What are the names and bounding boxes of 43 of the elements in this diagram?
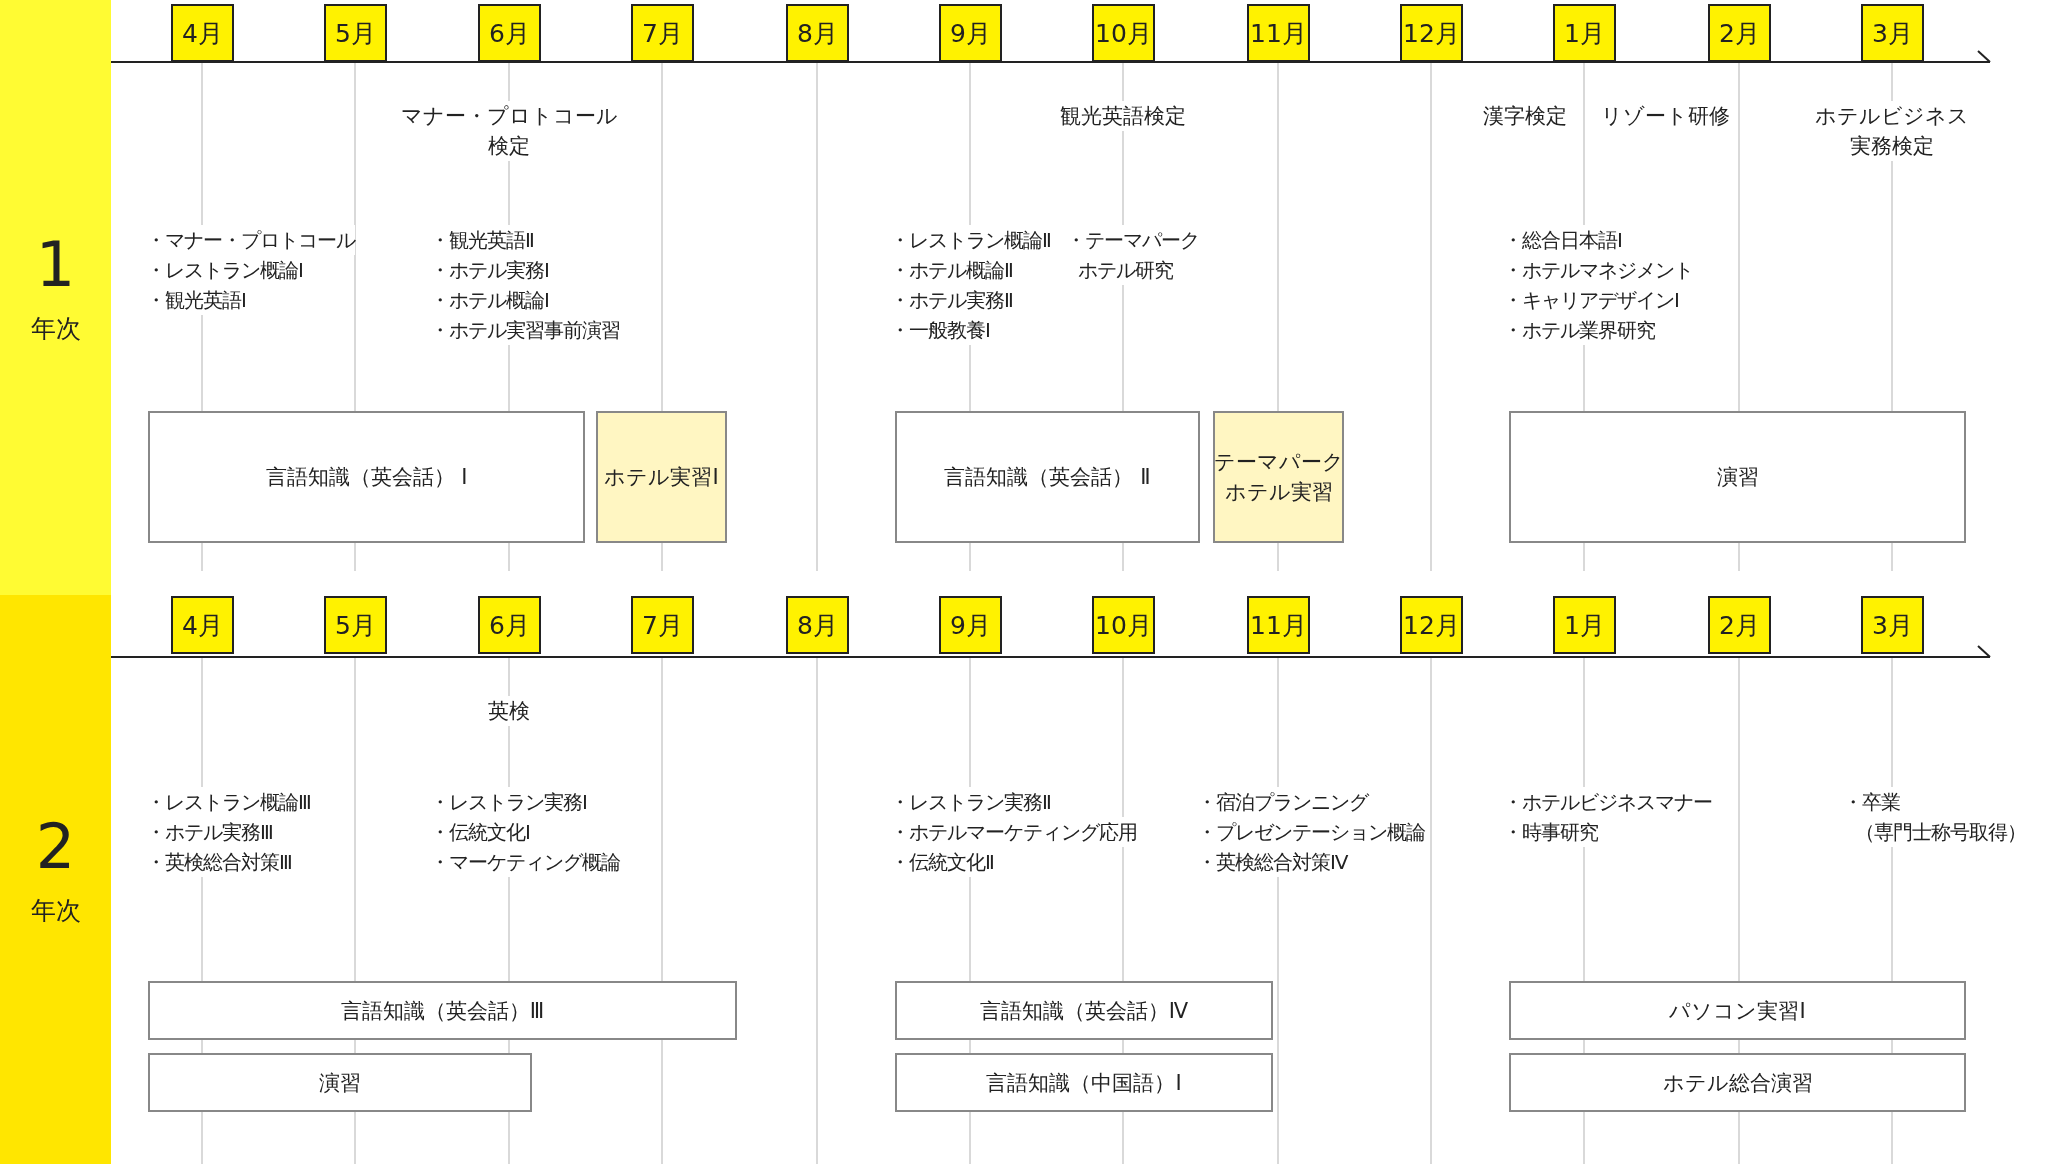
course-box: ホテル総合演習: [1509, 1053, 1966, 1112]
month-tab: 2月: [1708, 596, 1771, 654]
course-box: 演習: [1509, 411, 1966, 543]
course-box: 言語知識（英会話）Ⅲ: [148, 981, 737, 1040]
month-tab: 10月: [1092, 596, 1155, 654]
exam-label: 観光英語検定: [1060, 101, 1186, 131]
month-tab: 7月: [631, 596, 694, 654]
month-tab: 5月: [324, 4, 387, 62]
month-tab: 4月: [171, 596, 234, 654]
month-tab: 1月: [1553, 4, 1616, 62]
month-tab: 9月: [939, 4, 1002, 62]
month-tab: 8月: [786, 596, 849, 654]
exam-label: マナー・プロトコール検定: [400, 101, 618, 161]
month-tab: 11月: [1247, 4, 1310, 62]
course-box: 演習: [148, 1053, 532, 1112]
month-tab: 3月: [1861, 596, 1924, 654]
month-tab: 4月: [171, 4, 234, 62]
month-tab: 12月: [1400, 596, 1463, 654]
month-tab: 2月: [1708, 4, 1771, 62]
month-tab: 12月: [1400, 4, 1463, 62]
month-tab: 3月: [1861, 4, 1924, 62]
year-number: 1: [34, 230, 77, 300]
month-tab: 1月: [1553, 596, 1616, 654]
course-box: ホテル実習Ⅰ: [596, 411, 727, 543]
year-label: 年次: [29, 895, 82, 927]
month-tab: 11月: [1247, 596, 1310, 654]
course-box: 言語知識（英会話）Ⅳ: [895, 981, 1273, 1040]
year-label: 年次: [29, 313, 82, 345]
month-tab: 5月: [324, 596, 387, 654]
course-box: 言語知識（中国語）Ⅰ: [895, 1053, 1273, 1112]
month-tab: 8月: [786, 4, 849, 62]
exam-label: ホテルビジネス実務検定: [1815, 101, 1969, 161]
course-box: テーマパークホテル実習: [1213, 411, 1344, 543]
month-tab: 9月: [939, 596, 1002, 654]
month-tab: 7月: [631, 4, 694, 62]
exam-label: 英検: [488, 696, 530, 726]
month-tab: 10月: [1092, 4, 1155, 62]
course-box: パソコン実習Ⅰ: [1509, 981, 1966, 1040]
month-tab: 6月: [478, 596, 541, 654]
year-number: 2: [34, 812, 77, 882]
course-box: 言語知識（英会話） Ⅰ: [148, 411, 585, 543]
course-box: 言語知識（英会話） Ⅱ: [895, 411, 1200, 543]
month-tab: 6月: [478, 4, 541, 62]
